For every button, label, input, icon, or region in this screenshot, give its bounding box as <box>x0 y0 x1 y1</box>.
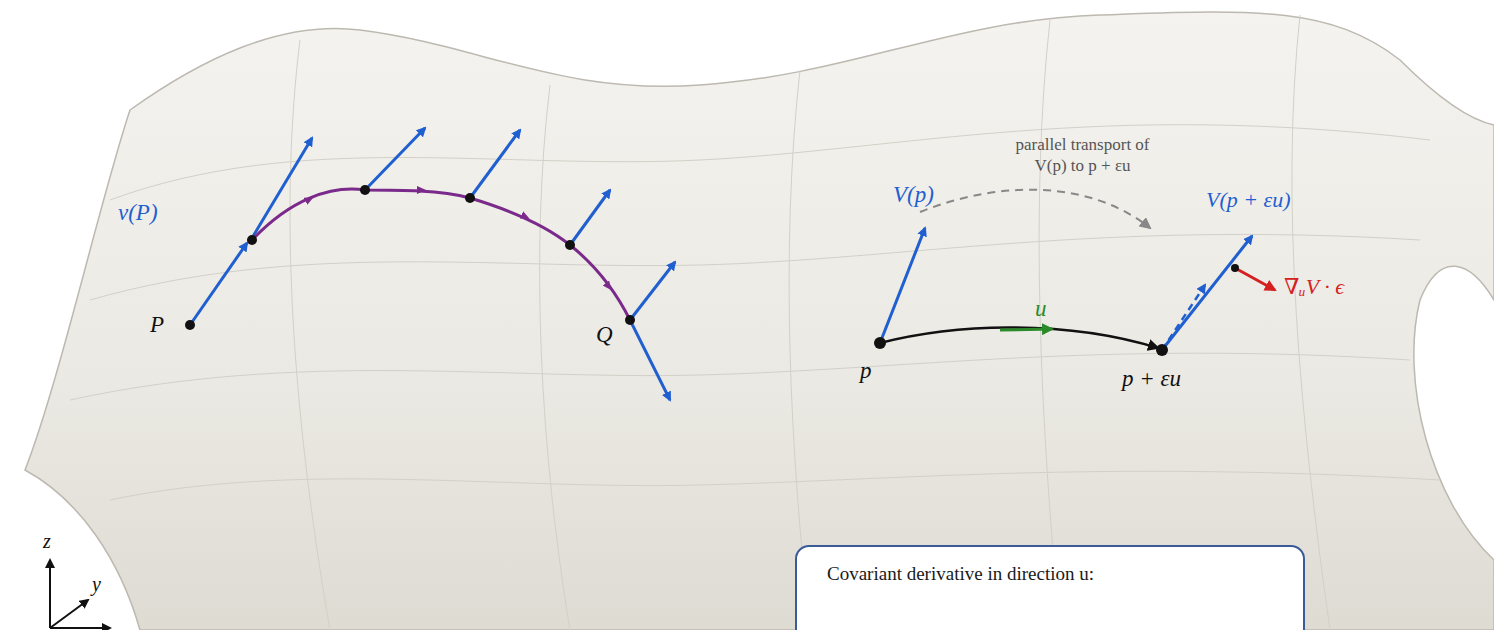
math-label: V(p + εu) <box>1206 188 1291 212</box>
math-label: u <box>1035 296 1047 321</box>
math-label: parallel transport of V(p) to p + εu <box>1000 134 1165 177</box>
math-label: y <box>92 573 101 595</box>
math-label: p + εu <box>1122 366 1181 391</box>
math-label: P <box>150 312 164 337</box>
math-label: p <box>860 358 872 383</box>
formula-box: Covariant derivative in direction u: <box>795 545 1305 630</box>
box-heading: Covariant derivative in direction u: <box>827 563 1273 585</box>
math-label: V(p) <box>893 182 934 207</box>
math-label: ∇ᵤV · ϵ <box>1284 275 1344 299</box>
math-label: z <box>43 530 51 552</box>
math-label: Q <box>596 322 613 347</box>
math-label: v(P) <box>118 200 158 225</box>
